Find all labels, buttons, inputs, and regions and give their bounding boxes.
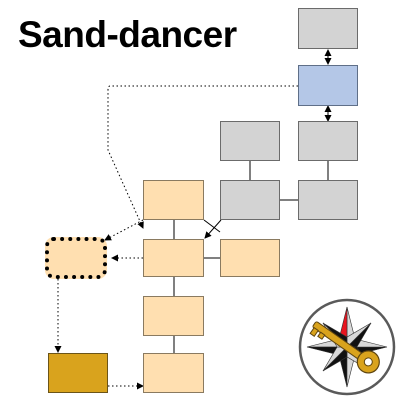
link-gray-low-left-peach-center [204, 219, 222, 239]
node-gray-low-left [220, 180, 280, 220]
node-gold [48, 353, 108, 393]
node-peach-right [220, 239, 280, 277]
node-dotted [45, 237, 107, 279]
compass-key-emblem-icon [298, 298, 396, 396]
key-icon [309, 321, 380, 374]
node-peach-mid [143, 296, 204, 336]
node-gray-mid-right [298, 121, 358, 161]
node-peach-center [143, 239, 204, 277]
link-blue-to-peach-center [107, 85, 298, 229]
diagram-title: Sand-dancer [18, 14, 237, 55]
node-peach-bottom [143, 353, 204, 393]
node-blue [298, 65, 358, 106]
node-gray-low-right [298, 180, 358, 220]
link-peach-top-to-dotted [104, 219, 144, 241]
node-gray-top [298, 8, 358, 49]
link-peach-top-gray-low-left [203, 219, 221, 233]
node-gray-mid-left [220, 121, 280, 161]
node-peach-top [143, 180, 204, 220]
